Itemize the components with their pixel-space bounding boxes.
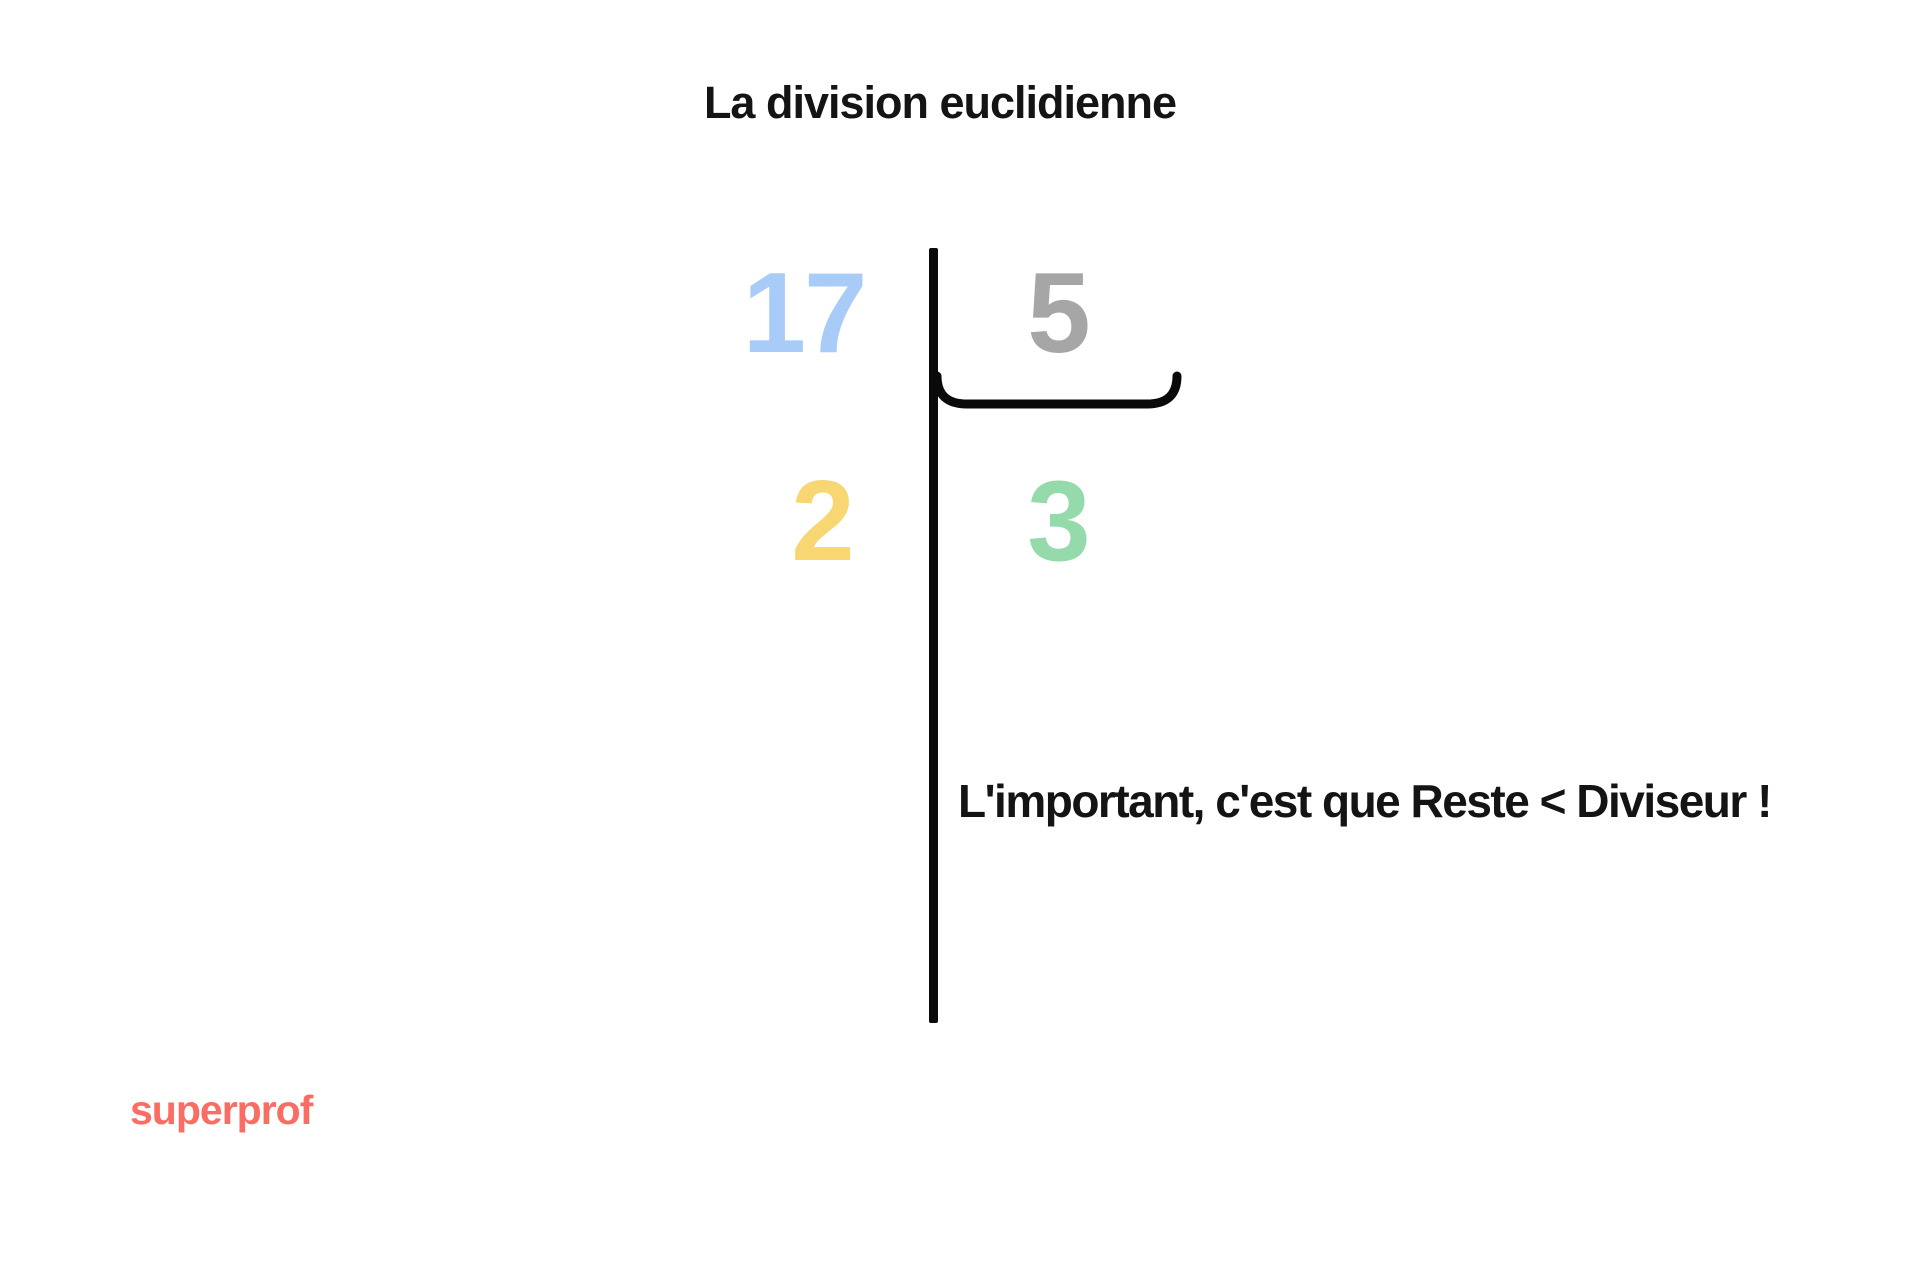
superprof-logo: superprof — [130, 1087, 313, 1133]
division-divider-line — [929, 248, 938, 1023]
divisor-value: 5 — [1027, 250, 1090, 377]
page-title: La division euclidienne — [703, 77, 1177, 128]
divisor-bracket — [932, 371, 1182, 409]
quotient-value: 3 — [1027, 458, 1090, 585]
dividend-value: 17 — [742, 250, 868, 377]
caption-text: L'important, c'est que Reste < Diviseur … — [958, 775, 1772, 827]
remainder-value: 2 — [791, 458, 854, 585]
divisor-bracket-path — [932, 371, 1182, 409]
